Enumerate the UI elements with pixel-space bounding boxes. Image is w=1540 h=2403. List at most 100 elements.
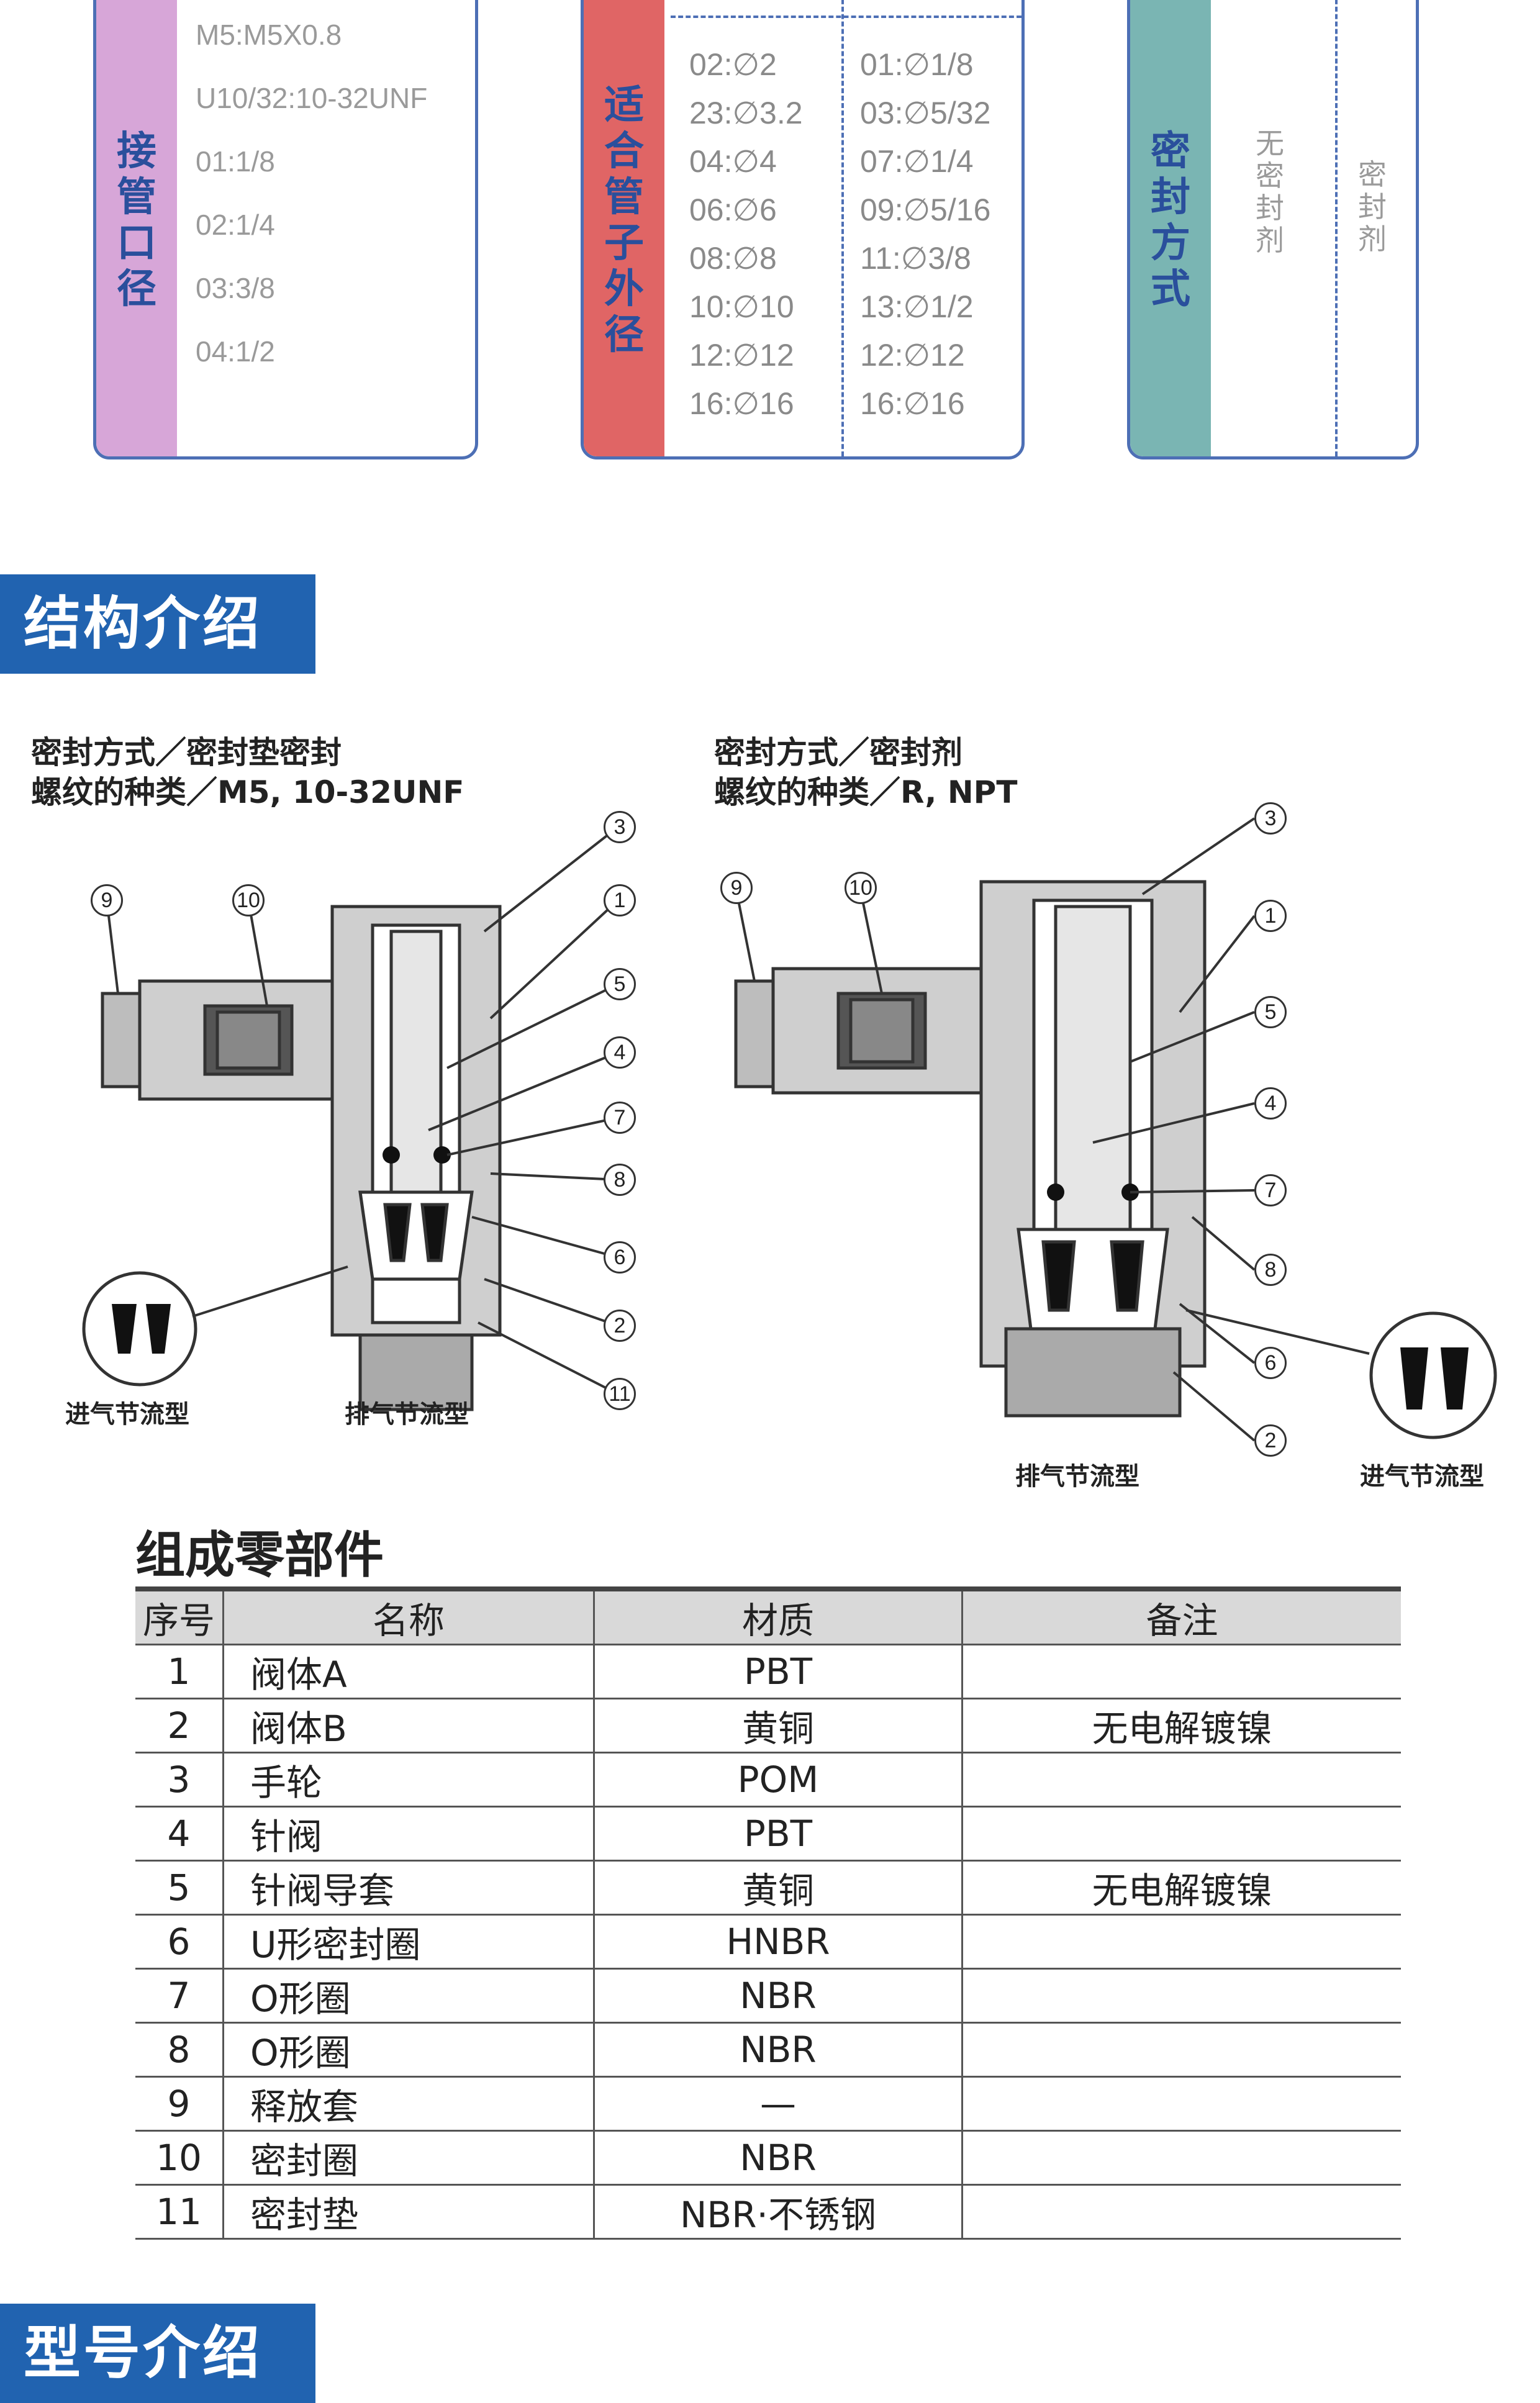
list-item: 10:∅10 bbox=[689, 289, 794, 324]
parts-table-title: 组成零部件 bbox=[135, 1526, 384, 1584]
row-note bbox=[962, 2130, 1401, 2186]
title-char: 合 bbox=[604, 129, 644, 174]
divider bbox=[841, 0, 844, 456]
callout-4: 4 bbox=[1254, 1087, 1287, 1120]
title-char: 口 bbox=[117, 220, 156, 266]
left-label-intake: 进气节流型 bbox=[65, 1400, 189, 1429]
title-char: 接 bbox=[117, 129, 156, 174]
row-no: 5 bbox=[135, 1860, 224, 1916]
thread-size-title: 接 管 口 径 bbox=[96, 0, 177, 456]
callout-2: 2 bbox=[1254, 1424, 1287, 1457]
table-header-row: 序号 名称 材质 备注 bbox=[135, 1586, 1401, 1645]
list-item: 07:∅1/4 bbox=[860, 144, 974, 179]
callout-8: 8 bbox=[1254, 1254, 1287, 1286]
row-no: 9 bbox=[135, 2076, 224, 2132]
callout-10: 10 bbox=[232, 884, 265, 916]
title-char: 适 bbox=[604, 83, 644, 129]
seal-option-sealant: 密 封 剂 bbox=[1354, 158, 1391, 255]
title-char: 子 bbox=[604, 220, 644, 266]
row-name: 手轮 bbox=[223, 1752, 595, 1808]
seal-method-panel: 密 封 方 式 无 密 封 剂 密 封 剂 bbox=[1127, 0, 1419, 459]
divider bbox=[1335, 0, 1338, 456]
callout-10: 10 bbox=[845, 872, 877, 904]
list-item: 13:∅1/2 bbox=[860, 289, 974, 324]
callout-9: 9 bbox=[720, 872, 753, 904]
left-valve-diagram bbox=[82, 826, 619, 1411]
caption-line: 螺纹的种类／M5, 10-32UNF bbox=[31, 774, 464, 810]
row-name: U形密封圈 bbox=[223, 1914, 595, 1970]
callout-1: 1 bbox=[1254, 900, 1287, 932]
list-item: 01:1/8 bbox=[196, 145, 275, 178]
callout-5: 5 bbox=[604, 968, 636, 1000]
row-note bbox=[962, 2076, 1401, 2132]
row-no: 1 bbox=[135, 1644, 224, 1699]
callout-4: 4 bbox=[604, 1036, 636, 1069]
option-char: 密 bbox=[1358, 158, 1387, 191]
title-char: 密 bbox=[1151, 129, 1190, 174]
inch-column: 01:∅1/8 03:∅5/32 07:∅1/4 09:∅5/16 11:∅3/… bbox=[860, 40, 990, 428]
callout-1: 1 bbox=[604, 884, 636, 916]
title-char: 管 bbox=[117, 174, 156, 220]
callout-5: 5 bbox=[1254, 996, 1287, 1028]
row-name: 密封垫 bbox=[223, 2184, 595, 2240]
caption-line: 螺纹的种类／R, NPT bbox=[714, 774, 1018, 810]
tube-od-panel: 适 合 管 子 外 径 02:∅2 23:∅3.2 04:∅4 06:∅6 08… bbox=[581, 0, 1025, 459]
row-material: 黄铜 bbox=[594, 1698, 963, 1754]
row-no: 3 bbox=[135, 1752, 224, 1808]
title-char: 管 bbox=[604, 174, 644, 220]
list-item: 06:∅6 bbox=[689, 192, 777, 227]
option-char: 剂 bbox=[1256, 224, 1284, 257]
metric-column: 02:∅2 23:∅3.2 04:∅4 06:∅6 08:∅8 10:∅10 1… bbox=[689, 40, 803, 428]
list-item: 04:∅4 bbox=[689, 144, 777, 179]
row-name: 阀体A bbox=[223, 1644, 595, 1699]
title-char: 封 bbox=[1151, 174, 1190, 220]
option-char: 密 bbox=[1256, 159, 1284, 192]
callout-2: 2 bbox=[604, 1310, 636, 1342]
row-material: POM bbox=[594, 1752, 963, 1808]
caption-line: 密封方式／密封垫密封 bbox=[31, 735, 342, 771]
list-item: 03:∅5/32 bbox=[860, 96, 991, 130]
list-item: 01:∅1/8 bbox=[860, 47, 974, 82]
row-material: HNBR bbox=[594, 1914, 963, 1970]
row-note: 无电解镀镍 bbox=[962, 1698, 1401, 1754]
option-char: 剂 bbox=[1358, 222, 1387, 256]
right-label-exhaust: 排气节流型 bbox=[1015, 1462, 1139, 1491]
title-char: 外 bbox=[604, 266, 644, 312]
option-char: 封 bbox=[1358, 190, 1387, 224]
row-no: 8 bbox=[135, 2022, 224, 2078]
header-no: 序号 bbox=[135, 1586, 224, 1645]
row-note bbox=[962, 1752, 1401, 1808]
option-char: 封 bbox=[1256, 191, 1284, 225]
row-name: 针阀导套 bbox=[223, 1860, 595, 1916]
header-note: 备注 bbox=[962, 1586, 1401, 1645]
row-name: O形圈 bbox=[223, 2022, 595, 2078]
list-item: 08:∅8 bbox=[689, 241, 777, 276]
callout-3: 3 bbox=[604, 811, 636, 843]
tube-od-columns: 02:∅2 23:∅3.2 04:∅4 06:∅6 08:∅8 10:∅10 1… bbox=[671, 0, 1021, 456]
divider bbox=[671, 16, 1021, 18]
list-item: U10/32:10-32UNF bbox=[196, 82, 428, 114]
row-name: O形圈 bbox=[223, 1968, 595, 2024]
row-material: NBR bbox=[594, 1968, 963, 2024]
row-material: 黄铜 bbox=[594, 1860, 963, 1916]
list-item: 12:∅12 bbox=[860, 338, 965, 373]
thread-size-list: M5:M5X0.8 U10/32:10-32UNF 01:1/8 02:1/4 … bbox=[196, 3, 427, 383]
callout-7: 7 bbox=[604, 1102, 636, 1134]
header-material: 材质 bbox=[594, 1586, 963, 1645]
row-note bbox=[962, 1968, 1401, 2024]
row-note bbox=[962, 1806, 1401, 1862]
list-item: 23:∅3.2 bbox=[689, 96, 803, 130]
caption-line: 密封方式／密封剂 bbox=[714, 735, 962, 771]
list-item: 16:∅16 bbox=[689, 386, 794, 421]
thread-size-panel: 接 管 口 径 M5:M5X0.8 U10/32:10-32UNF 01:1/8… bbox=[93, 0, 478, 459]
callout-3: 3 bbox=[1254, 802, 1287, 835]
row-name: 释放套 bbox=[223, 2076, 595, 2132]
